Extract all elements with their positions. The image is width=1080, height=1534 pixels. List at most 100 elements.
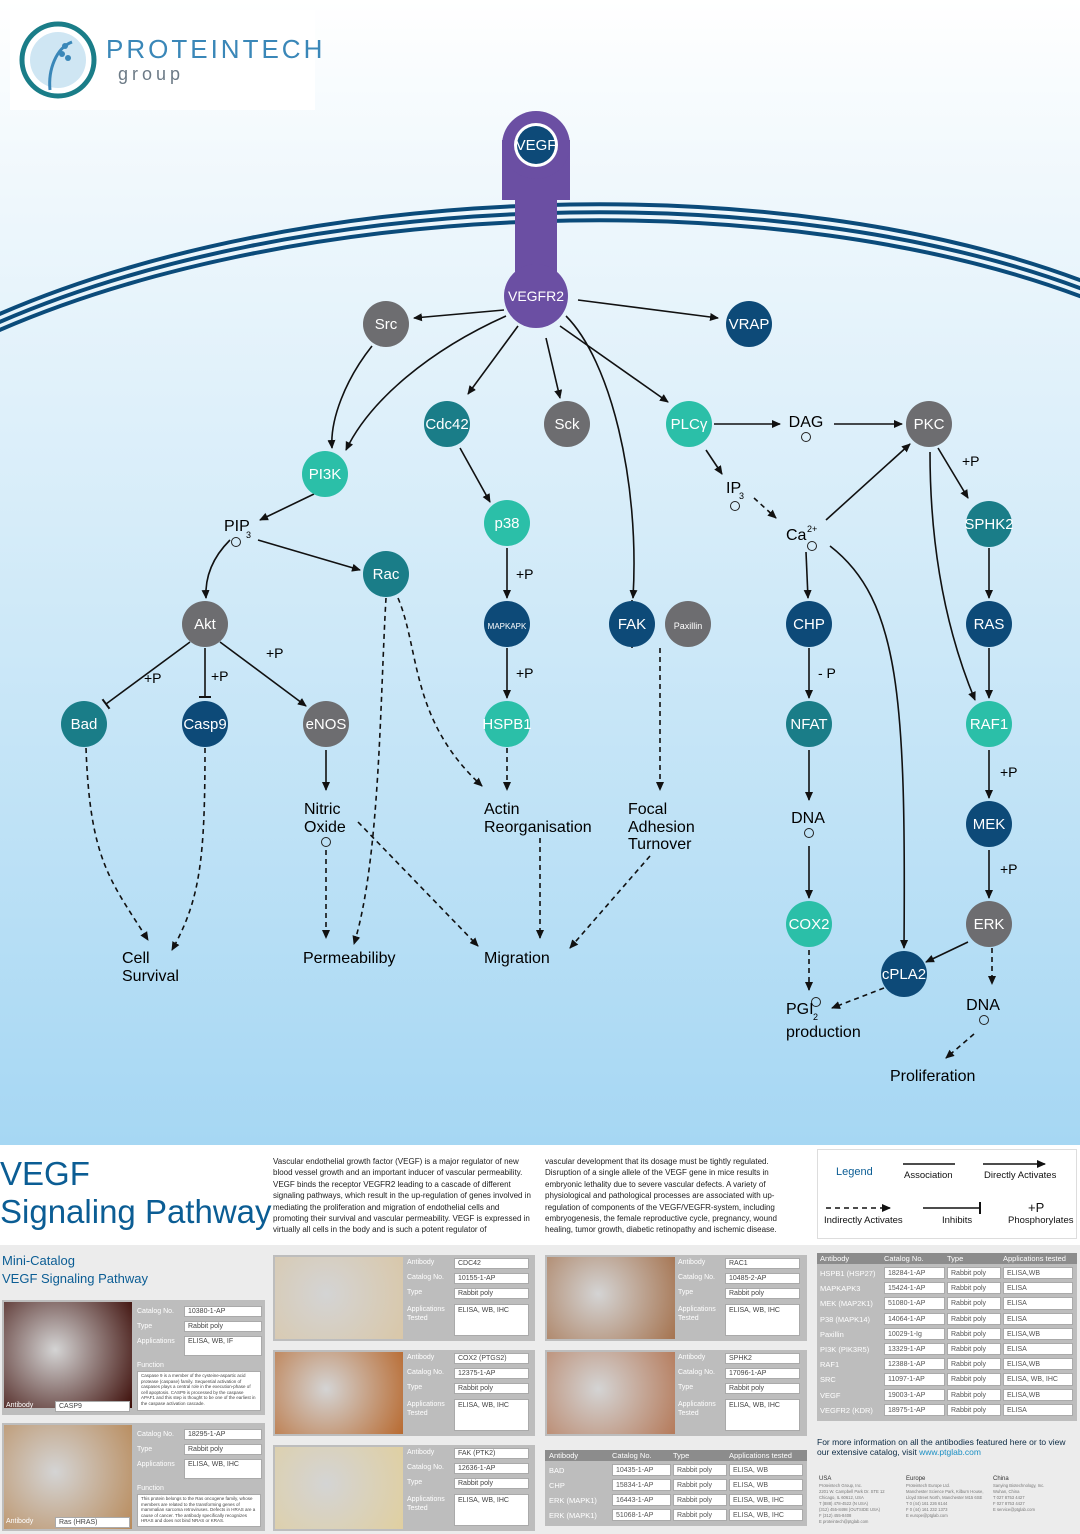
pathway-arrow xyxy=(257,539,361,572)
node-ras[interactable]: RAS xyxy=(966,601,1012,647)
legend-direct: Directly Activates xyxy=(984,1170,1057,1181)
pathway-arrow xyxy=(945,1033,975,1059)
legend-title: Legend xyxy=(836,1166,873,1178)
node-p38[interactable]: p38 xyxy=(484,500,530,546)
catalog-label: Catalog No. xyxy=(137,1431,174,1438)
table-cell-catalog: 13329-1-AP xyxy=(884,1343,945,1356)
node-mek[interactable]: MEK xyxy=(966,801,1012,847)
node-plcg[interactable]: PLCγ xyxy=(666,401,712,447)
table-cell-type: Rabbit poly xyxy=(947,1373,1001,1386)
node-sck[interactable]: Sck xyxy=(544,401,590,447)
table-cell-antibody: Paxillin xyxy=(820,1329,844,1339)
node-label: RAF1 xyxy=(970,716,1008,733)
small-molecule-icon xyxy=(807,541,817,551)
tissue-image xyxy=(547,1352,675,1434)
node-cox2[interactable]: COX2 xyxy=(786,901,832,947)
node-cpla2[interactable]: cPLA2 xyxy=(881,951,927,997)
node-fak[interactable]: FAK xyxy=(609,601,655,647)
node-label: Bad xyxy=(71,716,98,733)
node-paxillin[interactable]: Paxillin xyxy=(665,601,711,647)
antibody-label: Antibody xyxy=(6,1518,34,1525)
applications-label: Applications xyxy=(678,1306,716,1313)
antibody-value: COX2 (PTGS2) xyxy=(454,1353,529,1364)
legend-phos-mark: +P xyxy=(1028,1200,1045,1215)
catalog-value: 17096-1-AP xyxy=(725,1368,800,1379)
node-bad[interactable]: Bad xyxy=(61,701,107,747)
tissue-image xyxy=(275,1352,403,1434)
node-sphk2[interactable]: SPHK2 xyxy=(964,501,1014,547)
table-cell-type: Rabbit poly xyxy=(947,1403,1001,1416)
node-vegfr2[interactable]: VEGFR2 xyxy=(504,264,568,328)
migration-label: Migration xyxy=(484,950,550,967)
node-enos[interactable]: eNOS xyxy=(303,701,349,747)
node-label: Akt xyxy=(194,616,217,633)
table-cell-catalog: 18975-1-AP xyxy=(884,1403,945,1416)
antibody-value: RAC1 xyxy=(725,1258,800,1269)
node-label: Paxillin xyxy=(674,621,703,631)
table-cell-antibody: SRC xyxy=(820,1375,836,1385)
tissue-image xyxy=(4,1302,132,1408)
table-cell-type: Rabbit poly xyxy=(947,1297,1001,1310)
table-header-cell: Applications tested xyxy=(729,1451,792,1460)
small-molecule-icon xyxy=(730,501,740,511)
address-line: E proteintech@ptglab.com xyxy=(819,1519,869,1524)
node-chp[interactable]: CHP xyxy=(786,601,832,647)
table-cell-apps: ELISA, WB xyxy=(729,1464,803,1476)
address-line: T (888) 478-4522 (N USA) xyxy=(819,1501,869,1506)
pathway-arrow xyxy=(413,309,505,322)
node-rac[interactable]: Rac xyxy=(363,551,409,597)
node-nfat[interactable]: NFAT xyxy=(786,701,832,747)
node-pkc[interactable]: PKC xyxy=(906,401,952,447)
small-molecule-icon xyxy=(231,537,241,547)
node-label: PI3K xyxy=(309,466,342,483)
catalog-label: Catalog No. xyxy=(678,1274,715,1281)
table-header xyxy=(817,1253,1077,1264)
table-cell-type: Rabbit poly xyxy=(947,1343,1001,1356)
table-cell-catalog: 10435-1-AP xyxy=(612,1464,671,1476)
table-cell-type: Rabbit poly xyxy=(947,1282,1001,1295)
table-header-cell: Type xyxy=(673,1451,690,1460)
catalog-value: 10155-1-AP xyxy=(454,1273,529,1284)
pathway-arrow xyxy=(569,855,651,949)
tissue-image xyxy=(4,1425,132,1529)
pathway-arrow xyxy=(357,821,479,947)
pathway-arrow xyxy=(929,451,976,701)
table-cell-antibody: ERK (MAPK1) xyxy=(549,1496,597,1505)
node-raf1[interactable]: RAF1 xyxy=(966,701,1012,747)
antibody-label: Antibody xyxy=(678,1354,706,1361)
node-label: CHP xyxy=(793,616,825,633)
node-pi3k[interactable]: PI3K xyxy=(302,451,348,497)
catalog-value: 10380-1-AP xyxy=(184,1306,262,1317)
node-cdc42[interactable]: Cdc42 xyxy=(424,401,470,447)
pip3-label: PIP xyxy=(224,518,250,535)
node-src[interactable]: Src xyxy=(363,301,409,347)
small-molecule-icon xyxy=(811,997,821,1007)
more-info: For more information on all the antibodi… xyxy=(817,1437,1077,1457)
pathway-arrow xyxy=(459,447,491,503)
type-value: Rabbit poly xyxy=(454,1288,529,1299)
small-molecule-icon xyxy=(321,837,331,847)
pathway-arrow xyxy=(705,449,723,475)
node-erk[interactable]: ERK xyxy=(966,901,1012,947)
node-vrap[interactable]: VRAP xyxy=(726,301,772,347)
address-line: T 0 (44) 161 226 6144 xyxy=(906,1501,948,1506)
node-vegf[interactable]: VEGF xyxy=(514,123,558,167)
type-label: Type xyxy=(137,1323,153,1330)
node-hspb1[interactable]: HSPB1 xyxy=(482,701,532,747)
ip3-sub: 3 xyxy=(739,491,744,501)
pip3-sub: 3 xyxy=(246,530,251,540)
tested-label: Tested xyxy=(407,1410,428,1417)
logo: PROTEINTECH group xyxy=(10,10,322,110)
node-casp9[interactable]: Casp9 xyxy=(182,701,228,747)
table-cell-apps: ELISA,WB xyxy=(1003,1388,1073,1401)
pathway-arrow xyxy=(559,325,669,403)
node-akt[interactable]: Akt xyxy=(182,601,228,647)
table-header-cell: Antibody xyxy=(820,1254,850,1263)
node-mapkapk[interactable]: MAPKAPK xyxy=(484,601,530,647)
catalog-label: Catalog No. xyxy=(137,1308,174,1315)
address-line: F 0 (44) 161 232 1373 xyxy=(906,1507,948,1512)
node-label: Rac xyxy=(373,566,400,583)
pathway-arrow xyxy=(467,325,519,395)
table-header-cell: Type xyxy=(947,1254,964,1263)
more-info-link[interactable]: www.ptglab.com xyxy=(919,1447,981,1457)
